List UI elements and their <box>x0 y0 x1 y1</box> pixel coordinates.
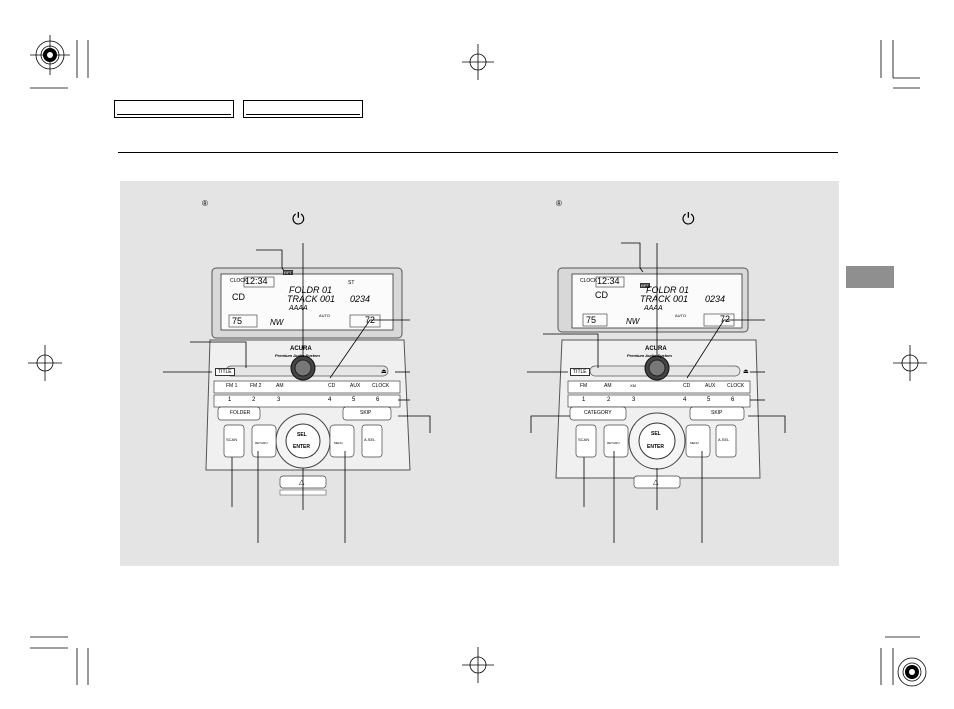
right-display-folder: FOLDR 01 <box>646 285 690 295</box>
left-band-button[interactable]: FM 2 <box>250 383 262 389</box>
header-rule <box>118 152 838 153</box>
right-preset-button[interactable]: 2 <box>607 397 611 403</box>
left-preset-button[interactable]: 2 <box>252 397 256 403</box>
right-band-button[interactable]: FM <box>580 383 588 389</box>
crosshair-top <box>462 44 494 80</box>
left-display-auto: AUTO <box>319 313 331 318</box>
right-band-button[interactable]: CLOCK <box>727 383 745 389</box>
left-menu-button[interactable]: MENU <box>334 441 343 445</box>
right-enter-label[interactable]: ENTER <box>647 444 664 450</box>
right-scan-button[interactable]: SCAN <box>578 437 590 442</box>
left-hazard-icon[interactable]: △ <box>299 479 305 486</box>
left-folder-button[interactable]: FOLDER <box>230 410 251 416</box>
right-registered-mark: ® <box>556 199 562 208</box>
right-menu-button[interactable]: MENU <box>690 441 699 445</box>
right-preset-button[interactable]: 6 <box>731 397 735 403</box>
right-display-mode: CD <box>595 290 608 300</box>
left-display-volume: 75 <box>232 316 243 326</box>
right-preset-button[interactable]: 3 <box>632 397 636 403</box>
left-preset-button[interactable]: 1 <box>228 397 232 403</box>
right-display-track: TRACK 001 <box>640 294 689 304</box>
right-title-button[interactable]: TITLE <box>570 368 590 376</box>
right-display-clock-label: CLOCK <box>580 278 598 284</box>
right-skip-button[interactable]: SKIP <box>711 410 723 416</box>
registration-mark-bottom-right <box>902 662 922 682</box>
right-display-title: AAAA <box>644 305 663 312</box>
left-band-button[interactable]: AM <box>276 383 284 389</box>
left-display-indicator: RPT <box>283 270 293 275</box>
left-brand-sub: Premium Audio System <box>275 353 320 358</box>
left-preset-button[interactable]: 6 <box>376 397 380 403</box>
crop-top-right <box>880 40 920 89</box>
left-power-icon: ⏻ <box>292 211 305 228</box>
right-display-direction: NW <box>626 317 640 326</box>
left-brand: ACURA <box>290 346 312 352</box>
header-box-right <box>243 100 363 118</box>
right-display-temp: 72 <box>720 314 731 324</box>
left-display-clock: 12:34 <box>245 276 268 286</box>
registration-mark-top-left <box>43 48 57 62</box>
right-sel-label[interactable]: SEL <box>651 431 661 437</box>
left-display-track: TRACK 001 <box>287 294 336 304</box>
left-sel-label[interactable]: SEL <box>297 432 307 438</box>
right-category-button[interactable]: CATEGORY <box>584 410 612 416</box>
right-preset-button[interactable]: 5 <box>707 397 711 403</box>
left-display-time: 0234 <box>350 294 371 304</box>
right-display-indicator: RPT <box>640 283 650 288</box>
left-display-direction: NW <box>270 318 284 327</box>
right-band-button[interactable]: CD <box>683 383 691 389</box>
right-display-volume: 75 <box>586 315 597 325</box>
left-display-clock-label: CLOCK <box>230 278 248 284</box>
left-skip-button[interactable]: SKIP <box>360 410 372 416</box>
left-preset-button[interactable]: 4 <box>328 397 332 403</box>
left-title-button[interactable]: TITLE <box>215 368 235 376</box>
right-display-auto: AUTO <box>675 313 687 318</box>
right-hazard-icon[interactable]: △ <box>653 479 659 486</box>
right-band-button[interactable]: XM <box>630 383 636 388</box>
left-display-title: AAAA <box>289 305 308 312</box>
right-preset-button[interactable]: 4 <box>683 397 687 403</box>
left-display-temp: 72 <box>365 315 376 325</box>
crosshair-right <box>893 345 927 381</box>
right-band-button[interactable]: AUX <box>705 383 716 389</box>
right-preset-button[interactable]: 1 <box>582 397 586 403</box>
left-display-mode: CD <box>232 292 245 302</box>
left-registered-mark: ® <box>202 199 208 208</box>
right-display-time: 0234 <box>705 294 726 304</box>
header-box-left <box>114 100 234 118</box>
left-return-button[interactable]: RETURN <box>255 441 268 445</box>
left-band-button[interactable]: CLOCK <box>372 383 390 389</box>
right-brand: ACURA <box>645 346 667 352</box>
left-display-folder: FOLDR 01 <box>289 285 333 295</box>
right-display-clock: 12:34 <box>597 276 620 286</box>
right-band-button[interactable]: AM <box>604 383 612 389</box>
left-band-button[interactable]: AUX <box>350 383 361 389</box>
left-enter-label[interactable]: ENTER <box>293 444 310 450</box>
left-band-button[interactable]: FM 1 <box>226 383 238 389</box>
crop-bottom-left <box>30 636 89 685</box>
section-tab <box>846 266 894 288</box>
left-band-button[interactable]: CD <box>328 383 336 389</box>
left-audio-button[interactable]: A.SEL <box>364 437 376 442</box>
crosshair-left <box>28 345 62 381</box>
right-audio-button[interactable]: A.SEL <box>718 437 730 442</box>
right-return-button[interactable]: RETURN <box>607 441 620 445</box>
left-preset-button[interactable]: 3 <box>277 397 281 403</box>
crop-bottom-right <box>880 636 927 687</box>
crosshair-bottom <box>462 647 494 683</box>
left-display-st: ST <box>348 280 355 286</box>
left-scan-button[interactable]: SCAN <box>226 437 238 442</box>
right-eject-icon[interactable]: ⏏ <box>743 369 749 375</box>
left-preset-button[interactable]: 5 <box>352 397 356 403</box>
right-power-icon: ⏻ <box>682 211 695 228</box>
right-brand-sub: Premium Audio System <box>627 353 672 358</box>
left-eject-icon[interactable]: ⏏ <box>381 369 387 375</box>
